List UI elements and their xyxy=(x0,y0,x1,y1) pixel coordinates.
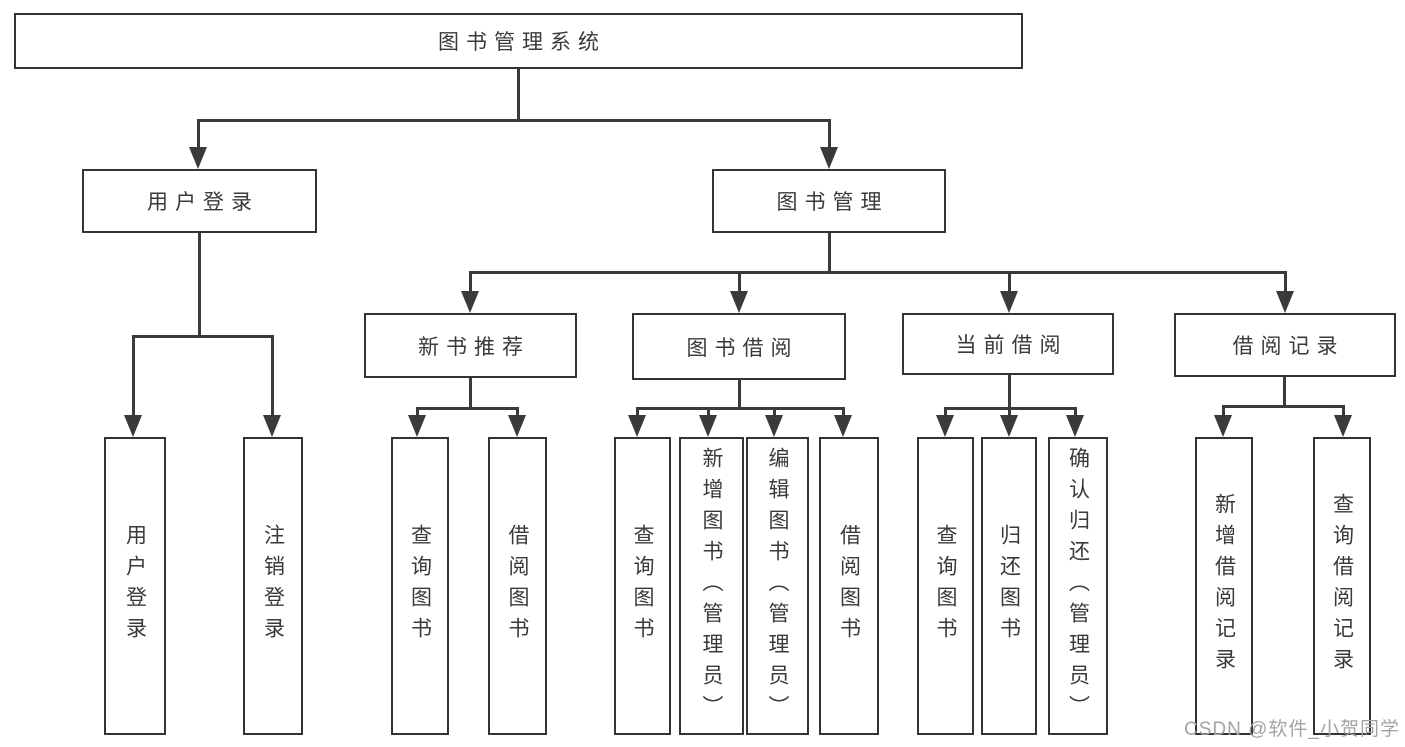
line xyxy=(707,407,710,421)
node-label: 借阅图书 xyxy=(506,524,529,648)
node-label: 借阅记录 xyxy=(1232,335,1345,358)
line xyxy=(1283,377,1286,407)
node-label: 图书借阅 xyxy=(686,336,799,360)
leaf-borrowing-query-books: 查询图书 xyxy=(614,437,671,735)
csdn-watermark: CSDN @软件_小贺同学 xyxy=(1184,719,1400,740)
arrowhead-icon xyxy=(461,291,479,313)
node-label: 用户登录 xyxy=(147,191,259,214)
arrowhead-icon xyxy=(1276,291,1294,313)
node-label: 查询图书 xyxy=(408,524,432,648)
node-book-management-system: 图书管理系统 xyxy=(14,13,1023,69)
line xyxy=(516,407,519,421)
node-current-borrowing: 当前借阅 xyxy=(902,313,1114,375)
line xyxy=(1008,271,1011,297)
arrowhead-icon xyxy=(189,147,207,169)
leaf-borrowing-edit-books-admin: 编辑图书（管理员） xyxy=(746,437,809,735)
arrowhead-icon xyxy=(1334,415,1352,437)
leaf-borrowing-borrow-books: 借阅图书 xyxy=(819,437,879,735)
arrowhead-icon xyxy=(263,415,281,437)
line xyxy=(1342,405,1345,421)
node-book-management: 图书管理 xyxy=(712,169,946,233)
leaf-recommend-borrow-books: 借阅图书 xyxy=(488,437,547,735)
arrowhead-icon xyxy=(765,415,783,437)
node-label: 新增图书（管理员） xyxy=(700,446,723,726)
node-label: 图书管理系统 xyxy=(438,31,606,54)
node-user-login: 用户登录 xyxy=(82,169,317,233)
leaf-current-return-books: 归还图书 xyxy=(981,437,1037,735)
node-new-book-recommend: 新书推荐 xyxy=(364,313,577,378)
node-label: 确认归还（管理员） xyxy=(1066,446,1090,726)
node-label: 新书推荐 xyxy=(418,335,530,359)
node-label: 借阅图书 xyxy=(837,524,861,648)
node-label: 编辑图书（管理员） xyxy=(766,446,789,726)
leaf-records-add-borrow-record: 新增借阅记录 xyxy=(1195,437,1253,735)
arrowhead-icon xyxy=(820,147,838,169)
node-book-borrowing: 图书借阅 xyxy=(632,313,846,380)
line xyxy=(517,69,520,121)
arrowhead-icon xyxy=(124,415,142,437)
arrowhead-icon xyxy=(1000,415,1018,437)
line xyxy=(1008,375,1011,409)
line xyxy=(828,233,831,273)
node-label: 查询图书 xyxy=(934,524,957,648)
arrowhead-icon xyxy=(699,415,717,437)
leaf-recommend-query-books: 查询图书 xyxy=(391,437,449,735)
line xyxy=(1222,405,1225,421)
leaf-records-query-borrow-record: 查询借阅记录 xyxy=(1313,437,1371,735)
line xyxy=(132,335,274,338)
line xyxy=(828,119,831,153)
line xyxy=(773,407,776,421)
arrowhead-icon xyxy=(1000,291,1018,313)
leaf-logout: 注销登录 xyxy=(243,437,303,735)
arrowhead-icon xyxy=(628,415,646,437)
line xyxy=(1284,271,1287,297)
arrowhead-icon xyxy=(936,415,954,437)
leaf-user-login: 用户登录 xyxy=(104,437,166,735)
line xyxy=(636,407,639,421)
line xyxy=(416,407,419,421)
line xyxy=(197,119,200,153)
line xyxy=(197,119,831,122)
node-label: 当前借阅 xyxy=(955,334,1068,357)
arrowhead-icon xyxy=(408,415,426,437)
arrowhead-icon xyxy=(508,415,526,437)
line xyxy=(944,407,947,421)
node-label: 查询借阅记录 xyxy=(1330,493,1354,679)
leaf-current-query-books: 查询图书 xyxy=(917,437,974,735)
line xyxy=(416,407,518,410)
line xyxy=(1074,407,1077,421)
node-label: 用户登录 xyxy=(123,524,147,648)
node-label: 查询图书 xyxy=(631,524,654,648)
line xyxy=(738,379,741,409)
line xyxy=(842,407,845,421)
line xyxy=(636,407,844,410)
line xyxy=(1008,407,1011,421)
arrowhead-icon xyxy=(1214,415,1232,437)
line xyxy=(738,271,741,297)
node-label: 新增借阅记录 xyxy=(1212,493,1236,679)
line xyxy=(469,377,472,409)
line xyxy=(132,335,135,421)
node-borrowing-records: 借阅记录 xyxy=(1174,313,1396,377)
arrowhead-icon xyxy=(730,291,748,313)
node-label: 归还图书 xyxy=(997,524,1021,648)
arrowhead-icon xyxy=(1066,415,1084,437)
line xyxy=(469,271,1286,274)
node-label: 注销登录 xyxy=(261,524,285,648)
leaf-current-confirm-return-admin: 确认归还（管理员） xyxy=(1048,437,1108,735)
leaf-borrowing-add-books-admin: 新增图书（管理员） xyxy=(679,437,744,735)
node-label: 图书管理 xyxy=(776,191,889,214)
line xyxy=(271,335,274,421)
line xyxy=(1222,405,1344,408)
line xyxy=(469,271,472,297)
arrowhead-icon xyxy=(834,415,852,437)
line xyxy=(198,233,201,337)
